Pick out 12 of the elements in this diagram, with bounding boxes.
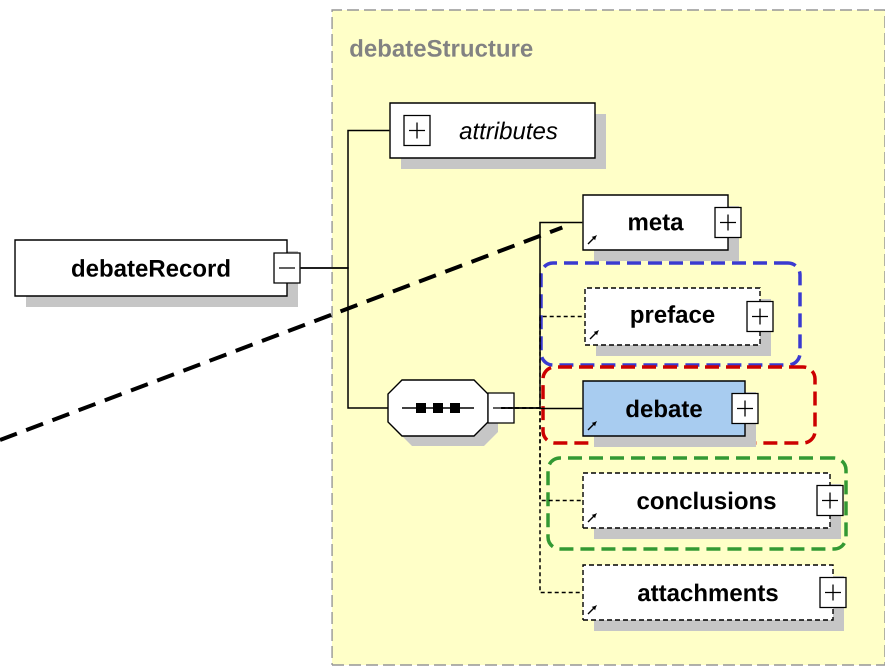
highlight-box xyxy=(546,456,848,551)
element-box: attachments xyxy=(582,564,844,631)
element-box: debate xyxy=(582,380,756,447)
element-box: conclusions xyxy=(582,472,841,539)
attribute-group-box: attributes xyxy=(389,102,606,169)
connector-line xyxy=(300,267,388,409)
element-box: debateRecord xyxy=(14,239,298,307)
connector-line xyxy=(501,407,582,594)
connector-line xyxy=(0,226,564,442)
element-box: preface xyxy=(584,287,771,356)
element-box: meta xyxy=(582,194,739,261)
highlight-box xyxy=(539,261,802,367)
